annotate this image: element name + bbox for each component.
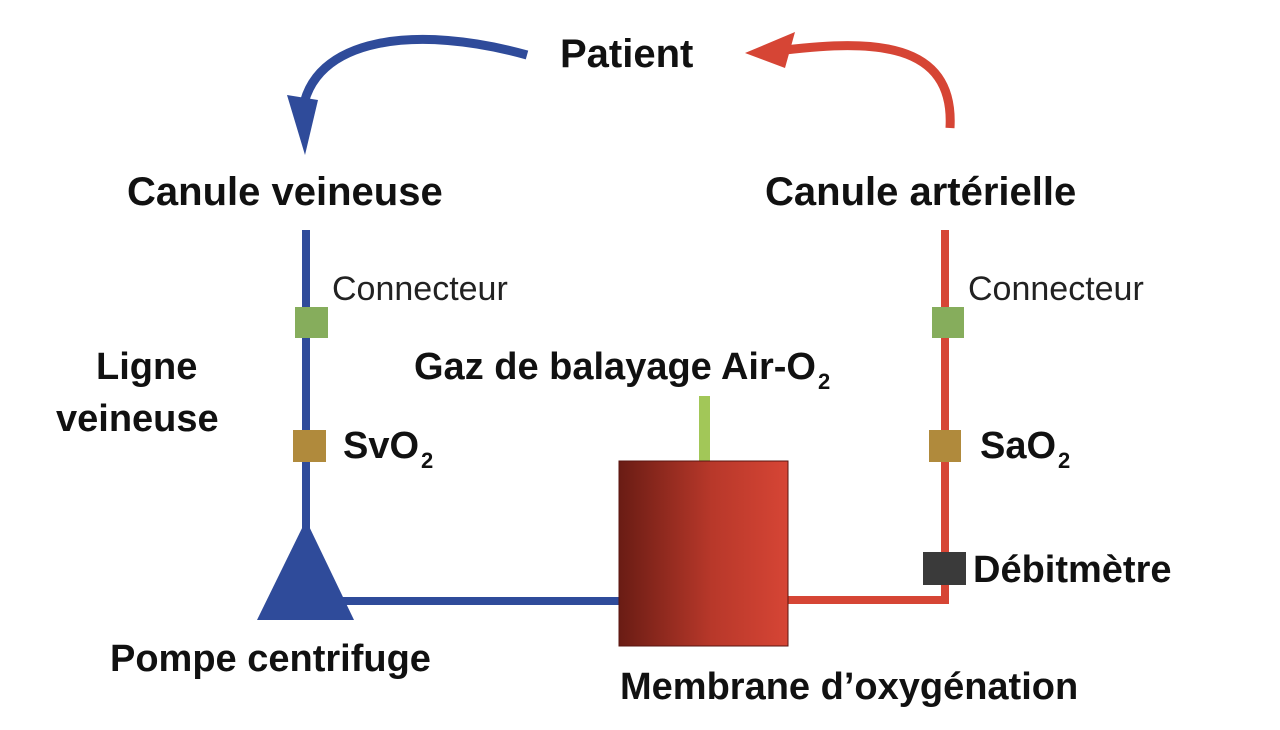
venous-return-arrow xyxy=(297,34,529,116)
venous-connector-label: Connecteur xyxy=(332,270,508,308)
sao2-label-sub: 2 xyxy=(1058,448,1071,473)
sweep-gas-label: Gaz de balayage Air-O2 xyxy=(414,348,830,393)
patient-label: Patient xyxy=(560,32,694,76)
arterial-line xyxy=(941,230,949,604)
pump-label: Pompe centrifuge xyxy=(110,638,431,680)
svo2-label-main: SvO xyxy=(343,425,420,467)
svo2-label-sub: 2 xyxy=(421,448,434,473)
venous-line-label-1: Ligne xyxy=(96,346,198,388)
sweep-gas-line xyxy=(699,396,710,462)
arterial-connector xyxy=(932,307,964,338)
flowmeter-device xyxy=(923,552,966,585)
venous-line-label-2: veineuse xyxy=(56,398,219,440)
arterial-return-arrow xyxy=(784,41,955,129)
arterial-cannula-label: Canule artérielle xyxy=(765,170,1077,214)
membrane-to-arterial-line xyxy=(785,596,949,604)
sao2-label: SaO2 xyxy=(980,427,1070,472)
centrifugal-pump xyxy=(257,520,354,620)
oxygenation-membrane xyxy=(618,460,789,647)
venous-connector xyxy=(295,307,328,338)
sao2-label-main: SaO xyxy=(980,425,1057,467)
pump-to-membrane-line xyxy=(310,597,620,605)
sweep-gas-label-sub: 2 xyxy=(817,369,831,394)
svo2-label: SvO2 xyxy=(343,427,433,472)
arterial-arrow-head xyxy=(745,32,795,68)
venous-cannula-label: Canule veineuse xyxy=(127,170,443,214)
venous-arrow-head xyxy=(287,95,318,155)
venous-line xyxy=(302,230,310,530)
svo2-sensor xyxy=(293,430,326,462)
flowmeter-label: Débitmètre xyxy=(973,549,1172,591)
sweep-gas-label-main: Gaz de balayage Air-O xyxy=(414,346,816,388)
membrane-label: Membrane d’oxygénation xyxy=(620,666,1079,708)
sao2-sensor xyxy=(929,430,961,462)
arterial-connector-label: Connecteur xyxy=(968,270,1144,308)
